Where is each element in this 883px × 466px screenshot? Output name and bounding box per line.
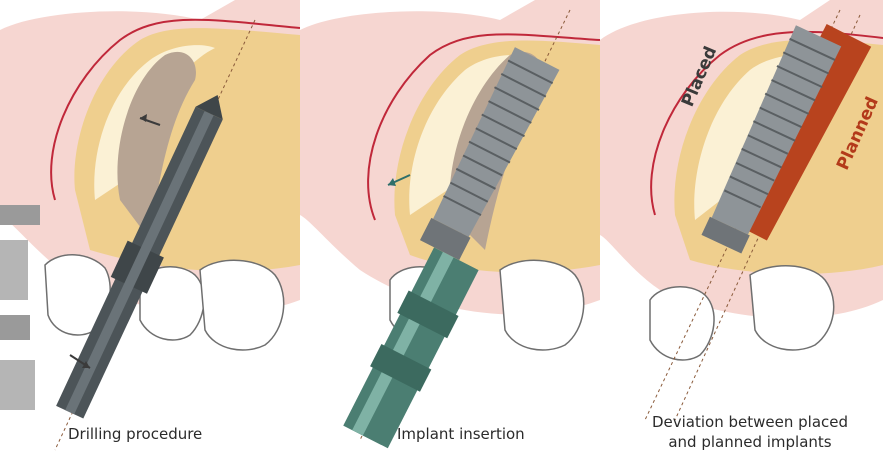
drilling-illustration (0, 0, 300, 466)
tooth-1 (650, 287, 714, 360)
watermark (0, 200, 40, 466)
tooth-2 (500, 260, 584, 350)
panel-implant-insertion: Implant insertion (300, 0, 600, 466)
caption-deviation-line2: and planned implants (620, 432, 880, 452)
panel-deviation: Placed Planned Deviation between placed … (600, 0, 883, 466)
panel-drilling: Drilling procedure (0, 0, 300, 466)
tooth-2 (200, 260, 284, 350)
caption-deviation-line1: Deviation between placed (620, 412, 880, 432)
tooth-2 (750, 266, 834, 350)
implant-illustration (300, 0, 600, 466)
caption-deviation: Deviation between placed and planned imp… (620, 412, 880, 452)
caption-implant-insertion: Implant insertion (397, 424, 525, 444)
deviation-illustration (600, 0, 883, 466)
caption-drilling: Drilling procedure (68, 424, 202, 444)
